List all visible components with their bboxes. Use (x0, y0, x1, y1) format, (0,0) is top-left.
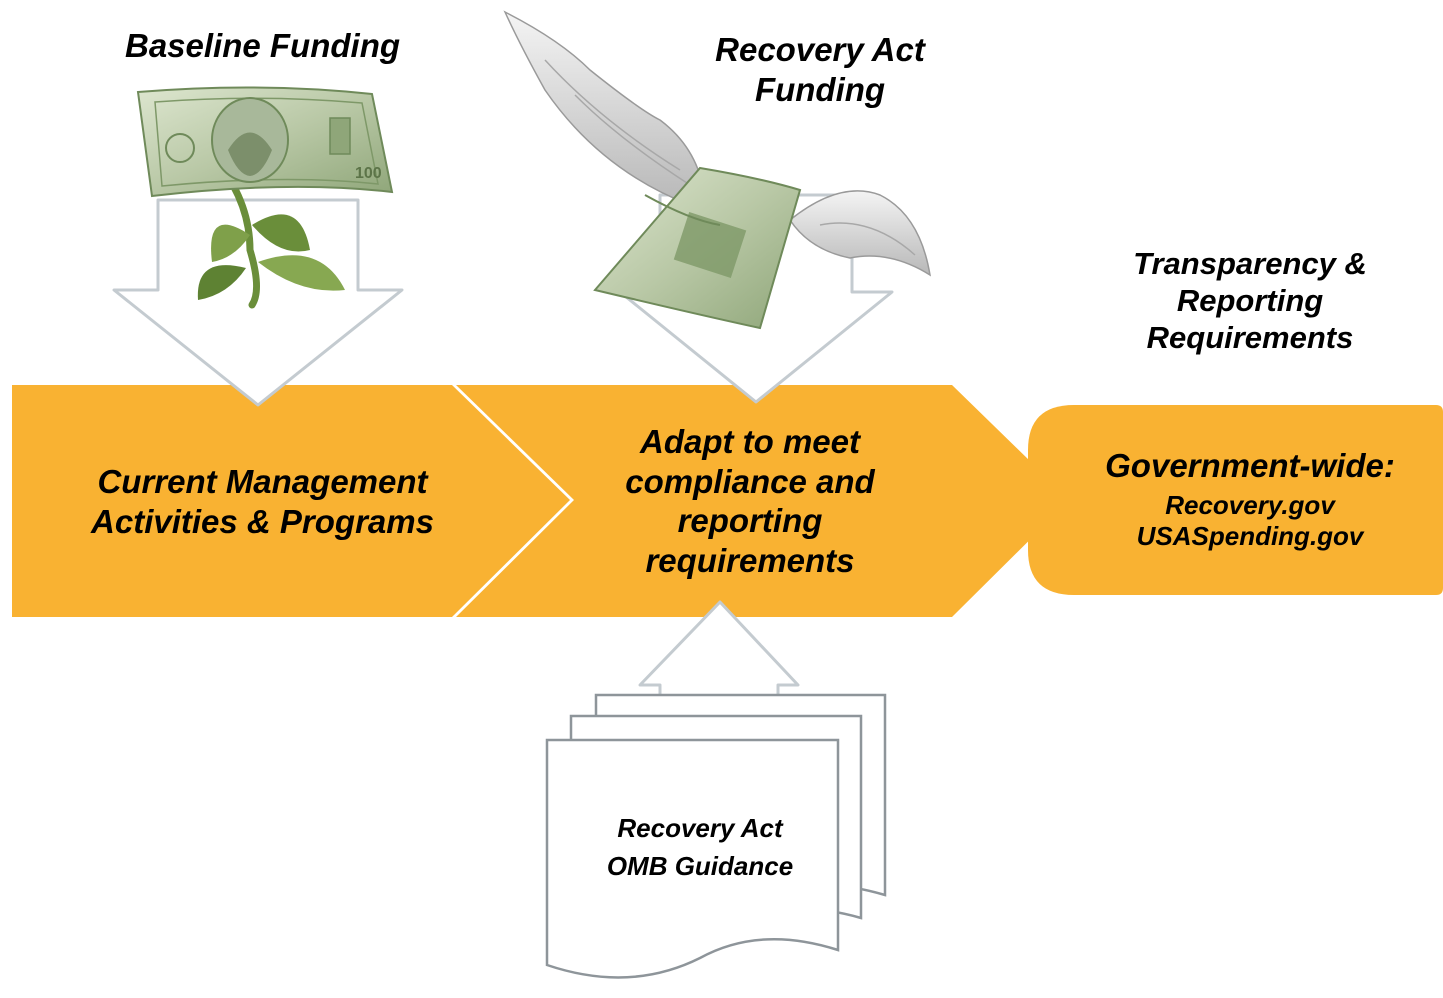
usaspending-gov-label: USASpending.gov (1136, 520, 1364, 551)
recovery-gov-label: Recovery.gov (1165, 489, 1335, 520)
winged-dollar-icon (503, 10, 932, 330)
stacked-documents-icon (545, 693, 887, 979)
adapt-label: Adapt to meet compliance and reporting r… (625, 423, 875, 579)
government-wide-label: Government-wide: Recovery.gov USASpendin… (1060, 446, 1440, 552)
dollar-sprout-icon: 100 (136, 86, 394, 309)
government-wide-block (1028, 405, 1443, 595)
recovery-act-funding-label: Recovery Act Funding (715, 31, 925, 108)
current-management-block (12, 385, 570, 617)
transparency-label: Transparency & Reporting Requirements (1133, 246, 1367, 356)
adapt-block (456, 385, 1070, 617)
current-management-label: Current Management Activities & Programs (91, 463, 434, 540)
omb-guidance-label: Recovery Act OMB Guidance (606, 813, 794, 881)
svg-text:100: 100 (355, 165, 382, 182)
baseline-funding-label: Baseline Funding (124, 27, 401, 64)
baseline-down-arrow (112, 198, 404, 407)
government-wide-heading: Government-wide: (1105, 447, 1395, 484)
